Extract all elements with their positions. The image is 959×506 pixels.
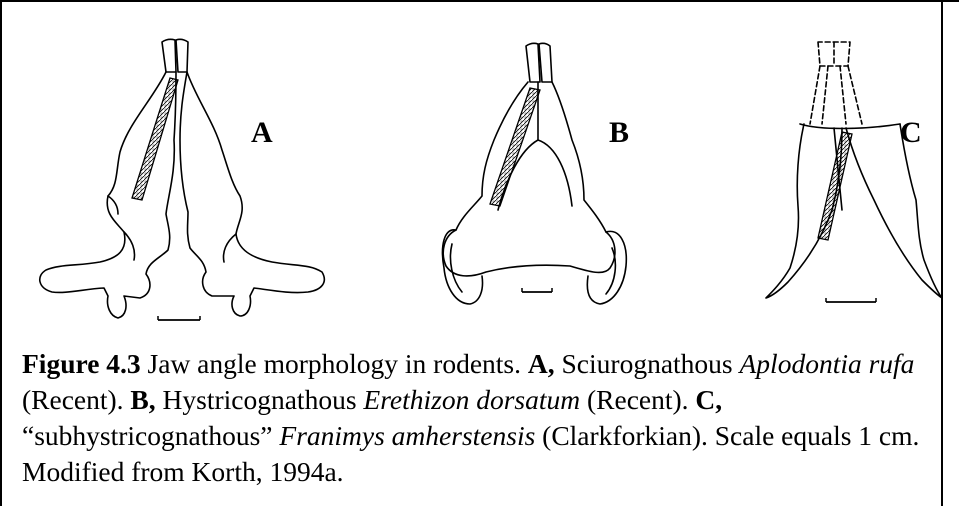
caption-b-age: (Recent). bbox=[580, 384, 695, 415]
caption-a-taxon: Aplodontia rufa bbox=[740, 348, 915, 379]
jaw-a-drawing bbox=[40, 39, 325, 318]
caption-b-desc: Hystricognathous bbox=[156, 384, 364, 415]
caption-a-desc: Sciurognathous bbox=[555, 348, 740, 379]
figure-illustrations: A B C bbox=[0, 0, 959, 330]
jaw-b-drawing bbox=[443, 43, 627, 304]
caption-c-desc: “subhystricognathous” bbox=[22, 420, 279, 451]
caption-c-taxon: Franimys amherstensis bbox=[279, 420, 535, 451]
jaw-b-incisor bbox=[490, 88, 540, 206]
figure-number: Figure 4.3 bbox=[22, 348, 141, 379]
caption-title: Jaw angle morphology in rodents. bbox=[141, 348, 528, 379]
jaw-c-drawing bbox=[766, 42, 942, 298]
figure-caption: Figure 4.3 Jaw angle morphology in roden… bbox=[22, 346, 932, 490]
panel-label-c: C bbox=[900, 118, 922, 148]
jaw-c-incisor bbox=[818, 132, 852, 240]
caption-a-label: A, bbox=[528, 348, 555, 379]
caption-c-label: C, bbox=[695, 384, 722, 415]
caption-b-taxon: Erethizon dorsatum bbox=[363, 384, 580, 415]
caption-a-age: (Recent). bbox=[22, 384, 130, 415]
panel-label-a: A bbox=[251, 118, 273, 148]
caption-b-label: B, bbox=[130, 384, 155, 415]
panel-label-b: B bbox=[609, 118, 629, 148]
jaw-drawings bbox=[0, 0, 959, 330]
